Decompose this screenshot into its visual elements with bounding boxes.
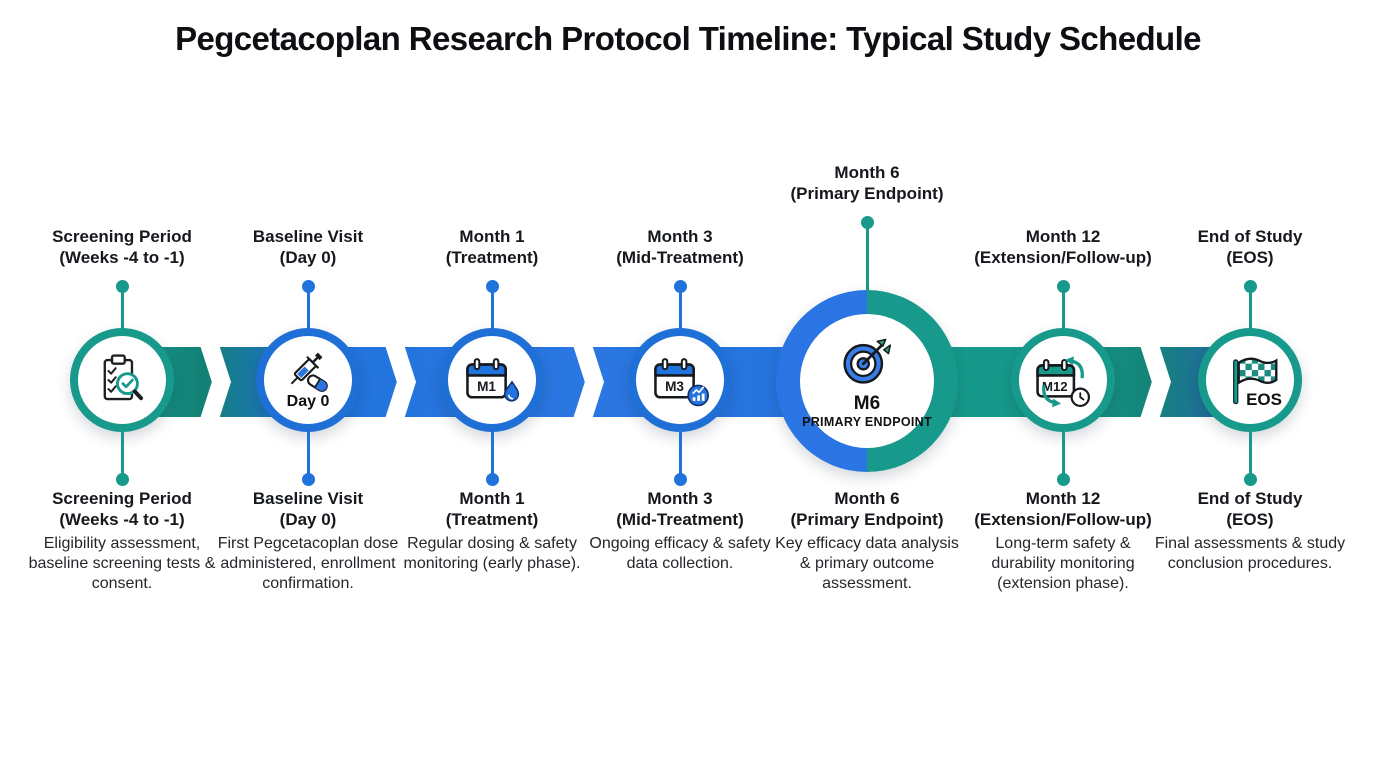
timeline-stem	[1248, 432, 1252, 476]
primary-endpoint-badge: PRIMARY ENDPOINT	[802, 414, 932, 429]
calendar-chart-icon: M3	[654, 358, 709, 407]
checkered-flag-icon	[1233, 357, 1278, 405]
node-screening	[70, 328, 174, 432]
clipboard-checklist-magnifier-icon	[103, 354, 144, 401]
bottom-block-baseline: Baseline Visit (Day 0) First Pegcetacopl…	[217, 489, 399, 592]
top-label-month3: Month 3 (Mid-Treatment)	[616, 227, 744, 267]
m3-badge: M3	[665, 379, 684, 394]
timeline-dot	[860, 216, 874, 229]
bottom-block-month6: Month 6 (Primary Endpoint) Key efficacy …	[775, 489, 959, 592]
timeline-stem	[1061, 432, 1065, 476]
bottom-block-month3: Month 3 (Mid-Treatment) Ongoing efficacy…	[589, 489, 771, 572]
timeline-stem	[678, 287, 682, 331]
calendar-droplet-icon: M1	[466, 358, 520, 402]
timeline-dot	[485, 473, 499, 486]
node-month12: M12	[1011, 328, 1115, 432]
top-label-eos: End of Study (EOS)	[1197, 227, 1303, 267]
bottom-block-screening: Screening Period (Weeks -4 to -1) Eligib…	[28, 489, 216, 592]
timeline-dot	[115, 473, 129, 486]
timeline-stem	[678, 432, 682, 476]
timeline-stem	[490, 287, 494, 331]
timeline-stem	[1061, 287, 1065, 331]
timeline-dot	[1243, 280, 1257, 293]
timeline-stem	[306, 287, 310, 331]
timeline-stem	[120, 432, 124, 476]
node-month1: M1	[440, 328, 544, 432]
timeline-dot	[301, 473, 315, 486]
node-month3: M3	[628, 328, 732, 432]
bottom-block-eos: End of Study (EOS) Final assessments & s…	[1154, 489, 1346, 572]
timeline-dot	[485, 280, 499, 293]
timeline-dot	[1056, 473, 1070, 486]
node-eos: EOS	[1198, 328, 1302, 432]
timeline-stem	[490, 432, 494, 476]
top-label-baseline: Baseline Visit (Day 0)	[252, 227, 364, 267]
top-label-month1: Month 1 (Treatment)	[445, 227, 539, 267]
bottom-block-month12: Month 12 (Extension/Follow-up) Long-term…	[974, 489, 1152, 592]
calendar-refresh-clock-icon: M12	[1036, 356, 1090, 408]
timeline-dot	[301, 280, 315, 293]
target-dart-icon	[843, 338, 892, 384]
syringe-capsule-icon	[290, 352, 328, 392]
node-baseline: Day 0	[256, 328, 360, 432]
m12-badge: M12	[1042, 379, 1068, 394]
timeline-dot	[1056, 280, 1070, 293]
timeline-dot	[1243, 473, 1257, 486]
timeline-stem	[306, 432, 310, 476]
timeline-dot	[673, 473, 687, 486]
timeline-dot	[115, 280, 129, 293]
timeline-stem	[120, 287, 124, 331]
timeline-stem	[865, 223, 869, 297]
eos-badge: EOS	[1246, 390, 1282, 409]
page-title: Pegcetacoplan Research Protocol Timeline…	[175, 20, 1201, 57]
top-label-screening: Screening Period (Weeks -4 to -1)	[52, 227, 192, 267]
timeline-dot	[673, 280, 687, 293]
node-month6: M6 PRIMARY ENDPOINT	[776, 290, 958, 472]
top-label-month6: Month 6 (Primary Endpoint)	[790, 163, 944, 203]
top-label-month12: Month 12 (Extension/Follow-up)	[974, 227, 1152, 267]
bottom-block-month1: Month 1 (Treatment) Regular dosing & saf…	[403, 489, 581, 572]
timeline-stem	[1248, 287, 1252, 331]
day0-badge: Day 0	[286, 393, 330, 410]
m1-badge: M1	[477, 379, 496, 394]
m6-badge: M6	[853, 392, 881, 414]
